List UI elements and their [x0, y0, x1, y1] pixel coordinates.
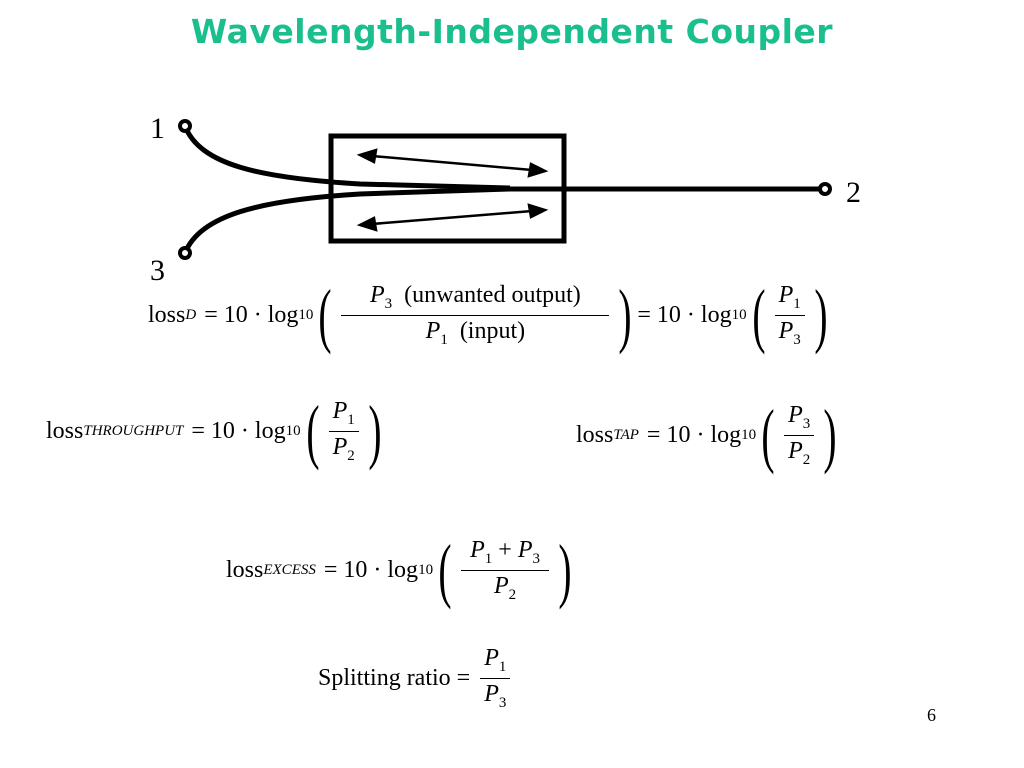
equals-ten-log-2: = 10 · log: [637, 302, 732, 328]
port-1-terminal: [178, 119, 192, 133]
fraction: P1 P2: [328, 398, 359, 465]
lhs-text: Splitting ratio =: [318, 665, 471, 691]
equation-splitting-ratio: Splitting ratio = P1 P3: [318, 645, 514, 712]
port-3-terminal: [178, 246, 192, 260]
lhs-text: loss: [148, 302, 186, 328]
log-base-2: 10: [731, 307, 747, 323]
paren-group: ( P3 P2 ): [761, 395, 837, 476]
coupler-diagram: 1 2 3: [150, 112, 861, 287]
fiber-port-3: [182, 186, 511, 254]
slide-title: Wavelength-Independent Coupler: [190, 12, 834, 51]
log-base: 10: [741, 427, 757, 443]
equals-ten-log: = 10 · log: [204, 302, 299, 328]
fiber-port-1: [182, 125, 511, 191]
lhs-subscript: TAP: [613, 427, 639, 443]
lhs-subscript: THROUGHPUT: [83, 423, 184, 439]
equals-ten-log: = 10 · log: [191, 418, 286, 444]
lhs-text: loss: [46, 418, 84, 444]
paren-group-2: ( P1 P3 ): [751, 275, 828, 356]
denominator: P1 (input): [341, 315, 610, 349]
port-3-label: 3: [150, 254, 165, 287]
equals-ten-log: = 10 · log: [323, 557, 419, 583]
fraction: P3 P2: [784, 402, 815, 469]
fraction: P1 + P3 P2: [461, 537, 550, 604]
paren-group: ( P1 P2 ): [305, 391, 382, 472]
log-base: 10: [298, 307, 314, 323]
fraction: P3 (unwanted output) P1 (input): [341, 282, 610, 349]
double-arrow-icon-upper: [356, 148, 549, 178]
lhs-subscript: D: [185, 307, 197, 323]
paren-group: ( P1 + P3 P2 ): [438, 530, 572, 611]
fraction: P1 P3: [480, 645, 511, 712]
page-number: 6: [927, 705, 936, 725]
lhs-text: loss: [576, 422, 614, 448]
lhs-text: loss: [226, 557, 264, 583]
fraction-2: P1 P3: [774, 282, 805, 349]
double-arrow-icon-lower: [356, 203, 549, 232]
equals-ten-log: = 10 · log: [646, 422, 742, 448]
port-2-label: 2: [846, 176, 861, 209]
port-1-label: 1: [150, 112, 165, 145]
port-2-terminal: [818, 182, 832, 196]
log-base: 10: [418, 562, 434, 578]
lhs-subscript: EXCESS: [263, 562, 316, 578]
numerator: P3 (unwanted output): [369, 282, 581, 312]
paren-group: ( P3 (unwanted output) P1 (input) ): [318, 275, 632, 356]
log-base: 10: [285, 423, 301, 439]
